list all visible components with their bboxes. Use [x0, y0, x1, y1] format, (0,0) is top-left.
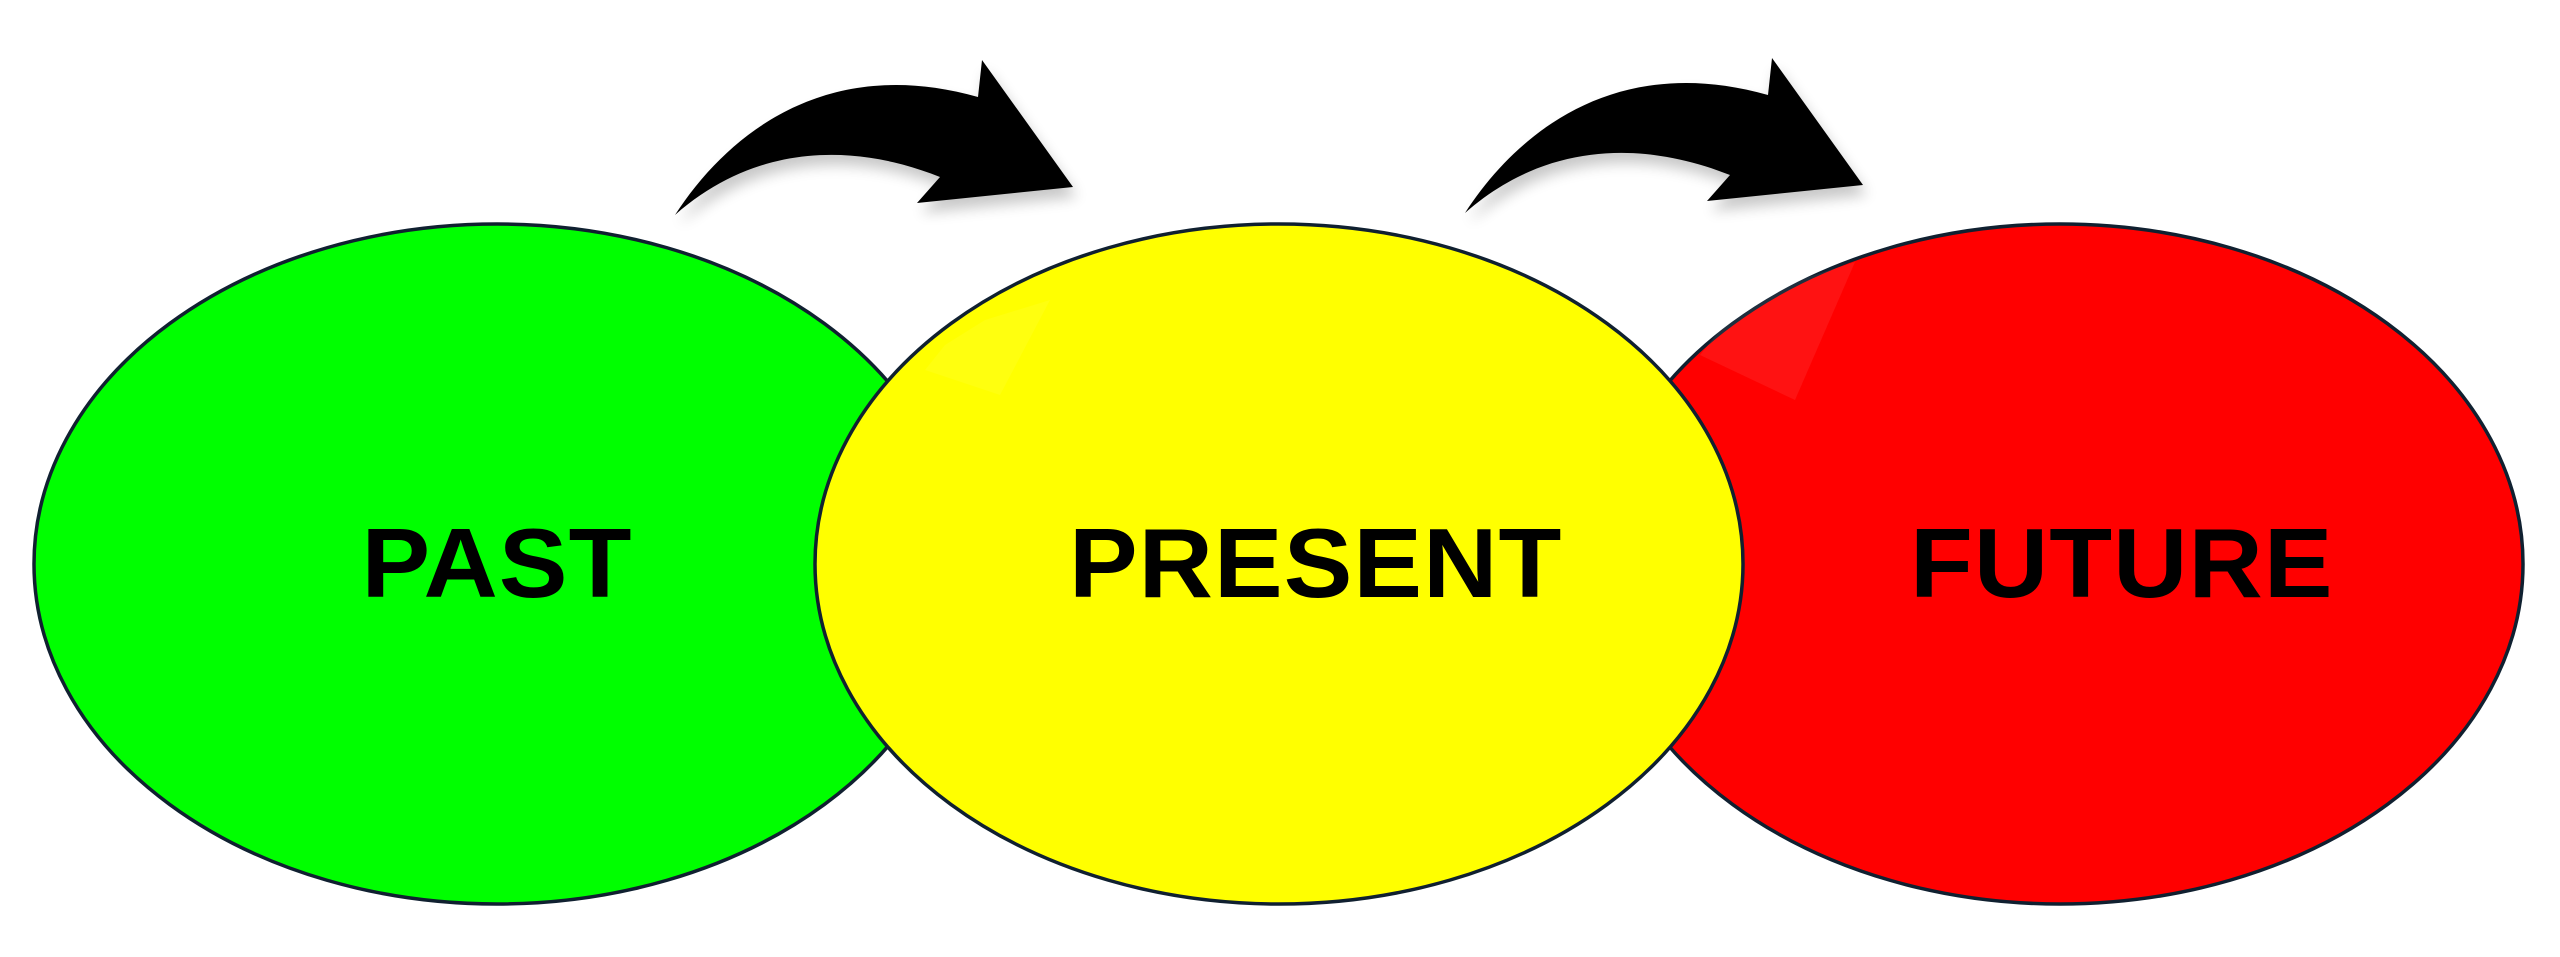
present-ellipse	[813, 222, 1745, 906]
arrow-past-to-present	[675, 60, 1073, 215]
future-label: FUTURE	[1910, 508, 2334, 618]
present-glare	[925, 300, 1050, 395]
future-glare	[1700, 262, 1855, 400]
present-label: PRESENT	[1069, 508, 1563, 618]
arrow-present-to-future	[1465, 58, 1863, 213]
future-ellipse	[1595, 222, 2525, 906]
past-label: PAST	[361, 508, 633, 618]
